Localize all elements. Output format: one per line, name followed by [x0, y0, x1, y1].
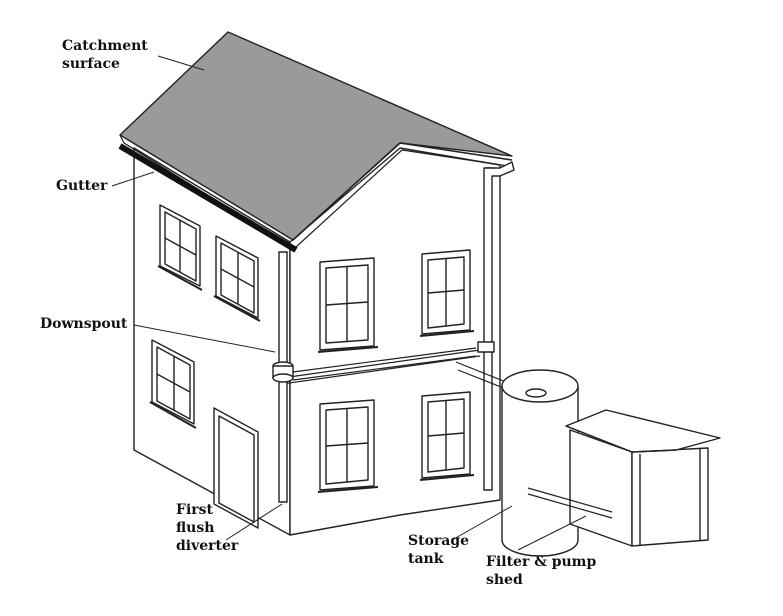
window-left-lower: [149, 339, 197, 429]
svg-text:Filter & pump: Filter & pump: [486, 554, 596, 570]
leader-storage: [451, 505, 513, 541]
label-downspout: Downspout: [40, 316, 128, 332]
leader-first-flush: [225, 503, 283, 541]
roof-catchment-surface: [119, 31, 513, 241]
label-first-flush-diverter: First flush diverter: [176, 502, 239, 554]
svg-text:Storage: Storage: [408, 533, 469, 549]
window-front-lower-left: [317, 399, 379, 493]
svg-text:tank: tank: [408, 551, 444, 567]
label-gutter: Gutter: [56, 178, 108, 194]
label-filter-pump-shed: Filter & pump shed: [486, 554, 596, 588]
window-left-upper-1: [157, 204, 203, 291]
leader-gutter: [111, 171, 155, 187]
roof-gable-edge: [292, 142, 513, 241]
window-front-upper-left: [317, 257, 379, 353]
svg-text:surface: surface: [62, 56, 120, 72]
svg-text:shed: shed: [486, 572, 523, 588]
leader-filter: [517, 515, 587, 551]
house-floor-band: [281, 349, 481, 379]
svg-text:Catchment: Catchment: [62, 38, 148, 54]
label-catchment-surface: Catchment surface: [62, 38, 148, 72]
window-front-upper-right: [419, 249, 475, 337]
filter-pump-shed: [565, 409, 721, 547]
tank-to-shed-pipe: [527, 487, 613, 519]
leader-catchment: [157, 55, 205, 71]
storage-tank: [501, 369, 579, 557]
svg-text:flush: flush: [176, 520, 214, 536]
gutter: [118, 143, 298, 253]
right-downpipe: [477, 161, 515, 491]
svg-text:First: First: [176, 502, 214, 518]
window-left-upper-2: [213, 235, 261, 322]
leader-downspout: [133, 324, 276, 353]
svg-text:diverter: diverter: [176, 538, 239, 554]
label-storage-tank: Storage tank: [408, 533, 469, 567]
window-front-lower-right: [419, 391, 475, 481]
